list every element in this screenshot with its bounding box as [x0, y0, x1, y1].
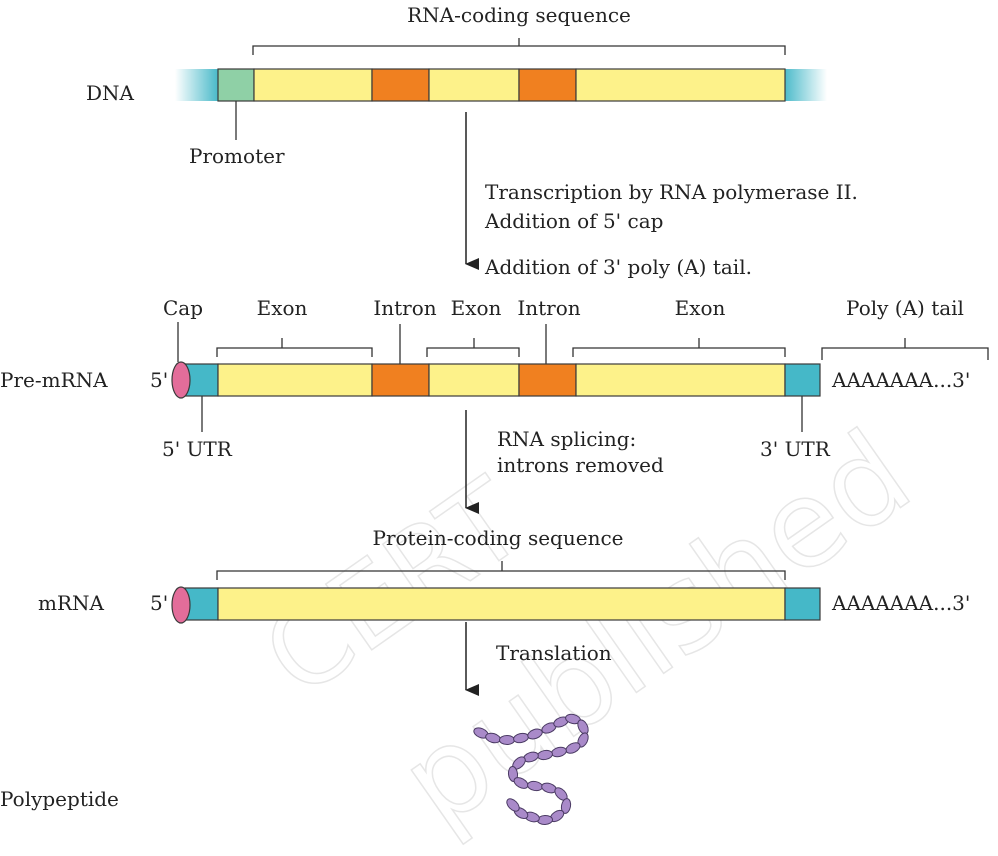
- exon-1-bracket: [216, 338, 373, 357]
- dna-intron-1: [371, 68, 430, 102]
- dna-section: DNA RNA-coding sequence Promoter: [86, 3, 827, 168]
- pre-mrna-exon-2: [428, 363, 520, 397]
- transcription-line-1: Transcription by RNA polymerase II.: [485, 180, 858, 204]
- mrna-strand: [171, 586, 821, 624]
- transcription-line-3: Addition of 3' poly (A) tail.: [484, 255, 752, 279]
- mrna-polya-sequence: AAAAAAA...3': [831, 591, 970, 615]
- dna-fade-left: [175, 69, 219, 101]
- mrna-cap-icon: [171, 586, 191, 624]
- dna-intron-2: [518, 68, 577, 102]
- amino-acid-bead: [499, 735, 515, 745]
- utr5-label: 5' UTR: [162, 437, 233, 461]
- exon-2-bracket: [426, 338, 520, 357]
- translation-label: Translation: [496, 641, 612, 665]
- promoter-segment: [217, 68, 255, 102]
- pre-mrna-five-prime: 5': [150, 368, 168, 392]
- protein-coding-sequence-label: Protein-coding sequence: [373, 526, 624, 550]
- amino-acid-bead: [506, 798, 520, 812]
- mrna-label: mRNA: [38, 591, 105, 615]
- mrna-coding: [217, 587, 786, 621]
- pre-mrna-label: Pre-mRNA: [0, 368, 108, 392]
- dna-strand: [175, 68, 827, 102]
- pre-mrna-utr3: [784, 363, 821, 397]
- polypeptide-label: Polypeptide: [0, 787, 119, 811]
- pre-mrna-intron-2: [518, 363, 577, 397]
- polypeptide-chain-icon: [473, 713, 589, 826]
- intron-1-label: Intron: [373, 296, 436, 320]
- pre-mrna-exon-1: [217, 363, 373, 397]
- transcription-notes: Transcription by RNA polymerase II. Addi…: [484, 180, 858, 279]
- pre-mrna-polya-sequence: AAAAAAA...3': [831, 368, 970, 392]
- transcription-line-2: Addition of 5' cap: [484, 209, 663, 233]
- dna-exon-3: [575, 68, 786, 102]
- cap-label: Cap: [163, 296, 203, 320]
- exon-3-bracket: [572, 338, 786, 357]
- polya-bracket: [821, 338, 989, 360]
- polya-tail-label: Poly (A) tail: [846, 296, 964, 320]
- utr3-label: 3' UTR: [760, 437, 831, 461]
- mrna-utr3: [784, 587, 821, 621]
- protein-coding-bracket: [216, 561, 786, 580]
- splicing-notes: RNA splicing: introns removed: [497, 427, 664, 477]
- exon-3-label: Exon: [675, 296, 726, 320]
- pre-mrna-intron-1: [371, 363, 430, 397]
- rna-coding-sequence-label: RNA-coding sequence: [407, 3, 631, 27]
- dna-exon-2: [428, 68, 520, 102]
- mrna-section: Protein-coding sequence mRNA 5' AAAAAAA.…: [38, 526, 970, 624]
- rna-coding-bracket: [252, 38, 786, 55]
- dna-fade-right: [783, 69, 827, 101]
- amino-acid-bead: [537, 814, 553, 826]
- promoter-label: Promoter: [189, 144, 285, 168]
- amino-acid-bead: [560, 798, 572, 814]
- mrna-five-prime: 5': [150, 591, 168, 615]
- exon-2-label: Exon: [451, 296, 502, 320]
- dna-exon-1: [253, 68, 373, 102]
- intron-2-label: Intron: [517, 296, 580, 320]
- pre-mrna-section: Cap Exon Intron Exon Intron Exon Poly (A…: [0, 296, 989, 461]
- splicing-line-2: introns removed: [497, 453, 664, 477]
- exon-1-label: Exon: [257, 296, 308, 320]
- pre-mrna-exon-3: [575, 363, 786, 397]
- splicing-line-1: RNA splicing:: [497, 427, 636, 451]
- pre-mrna-cap-icon: [171, 361, 191, 399]
- dna-label: DNA: [86, 81, 135, 105]
- pre-mrna-strand: [171, 361, 821, 399]
